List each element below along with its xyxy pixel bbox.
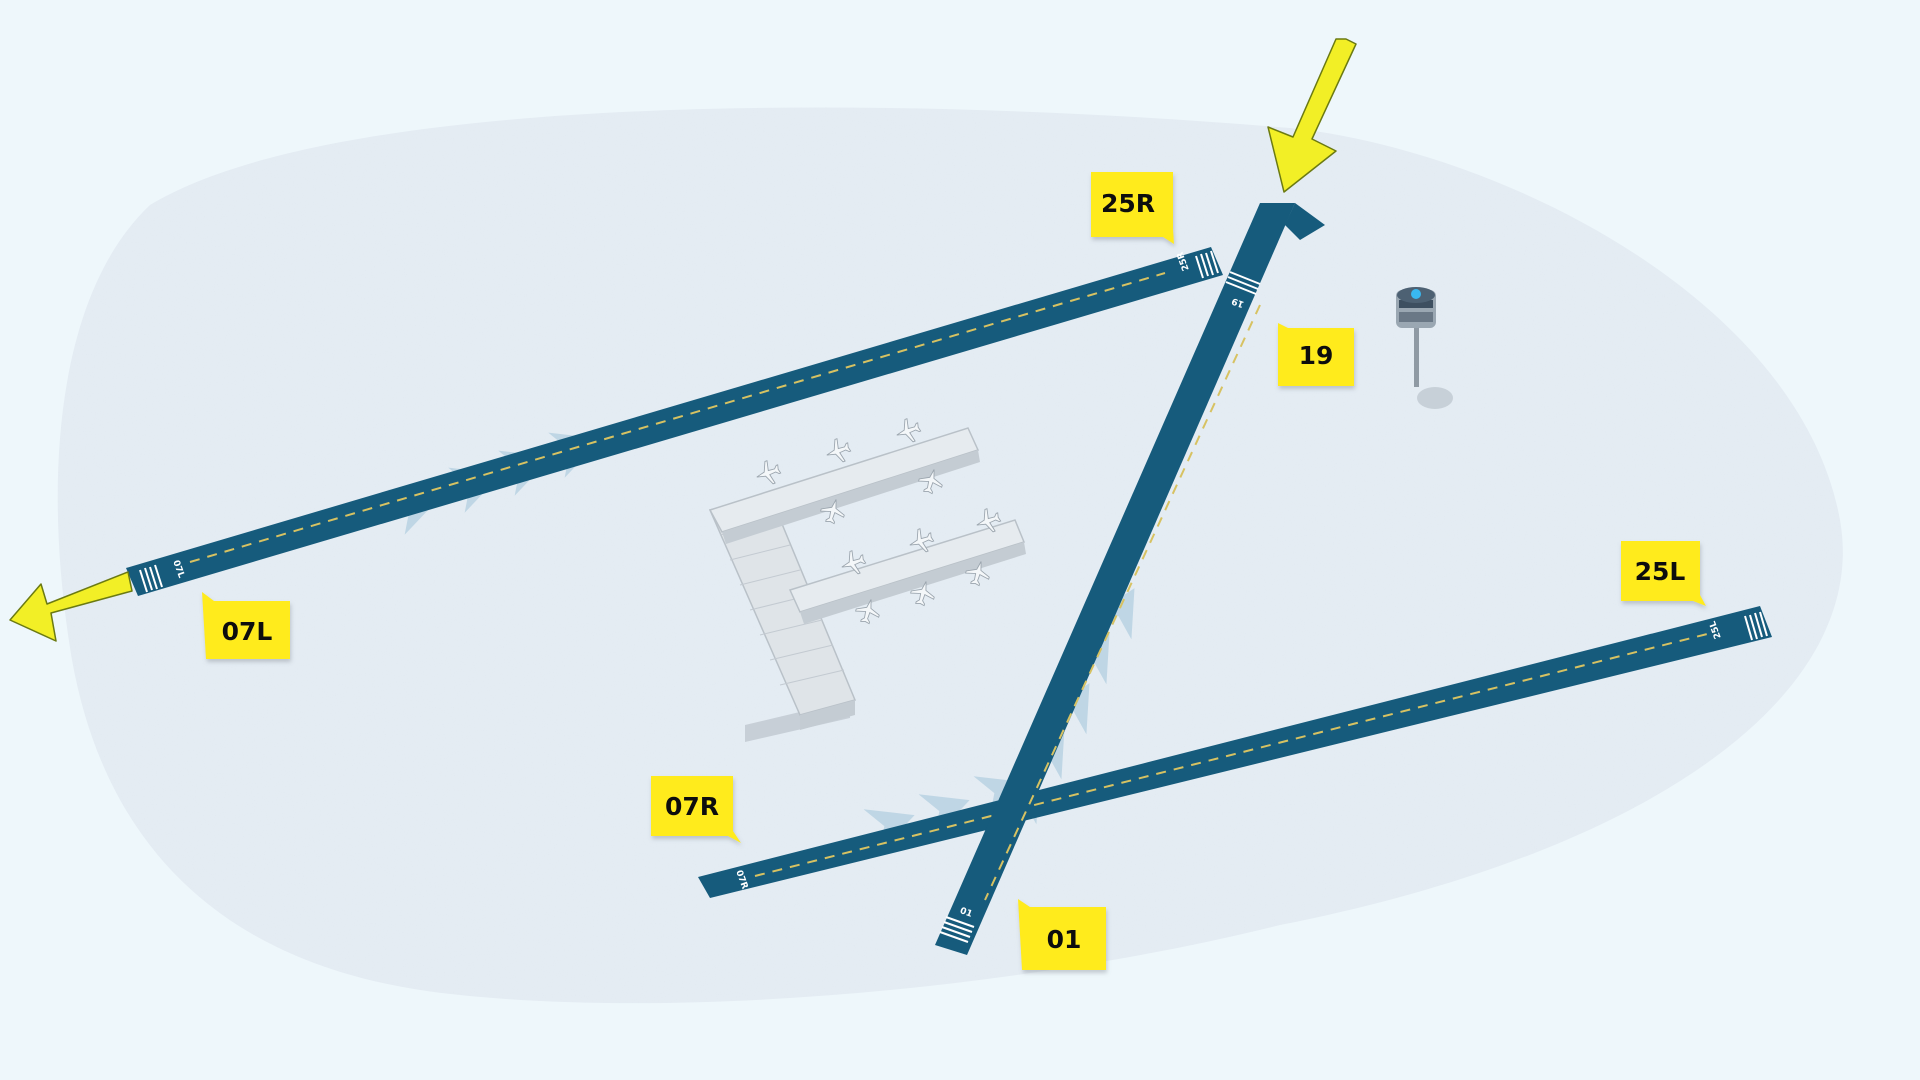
- runway-label-07R-text: 07R: [665, 792, 719, 821]
- runway-number-01: 01: [958, 906, 973, 920]
- runway-label-25R-text: 25R: [1101, 189, 1155, 218]
- runway-label-19: 19: [1278, 323, 1354, 386]
- runway-07L-25R: 07L 25R: [126, 247, 1223, 596]
- terminal-building: [708, 427, 1026, 742]
- runway-label-07L: 07L: [202, 592, 290, 659]
- runway-number-19: 19: [1230, 295, 1245, 309]
- runway-label-01-text: 01: [1047, 925, 1082, 954]
- runway-01-19: 19 01: [935, 203, 1325, 955]
- runway-label-19-text: 19: [1299, 341, 1334, 370]
- arrow-icon: [9, 571, 133, 642]
- runway-07R-25L: 07R 25L: [698, 606, 1772, 898]
- arrow-icon: [1267, 38, 1357, 193]
- runway-label-07R: 07R: [651, 776, 741, 843]
- control-tower-icon: [1396, 287, 1453, 409]
- runway-label-25R: 25R: [1091, 172, 1174, 244]
- runway-label-25L-text: 25L: [1635, 557, 1686, 586]
- runway-label-07L-text: 07L: [222, 617, 273, 646]
- runway-label-01: 01: [1018, 899, 1106, 970]
- runway-label-25L: 25L: [1621, 541, 1706, 606]
